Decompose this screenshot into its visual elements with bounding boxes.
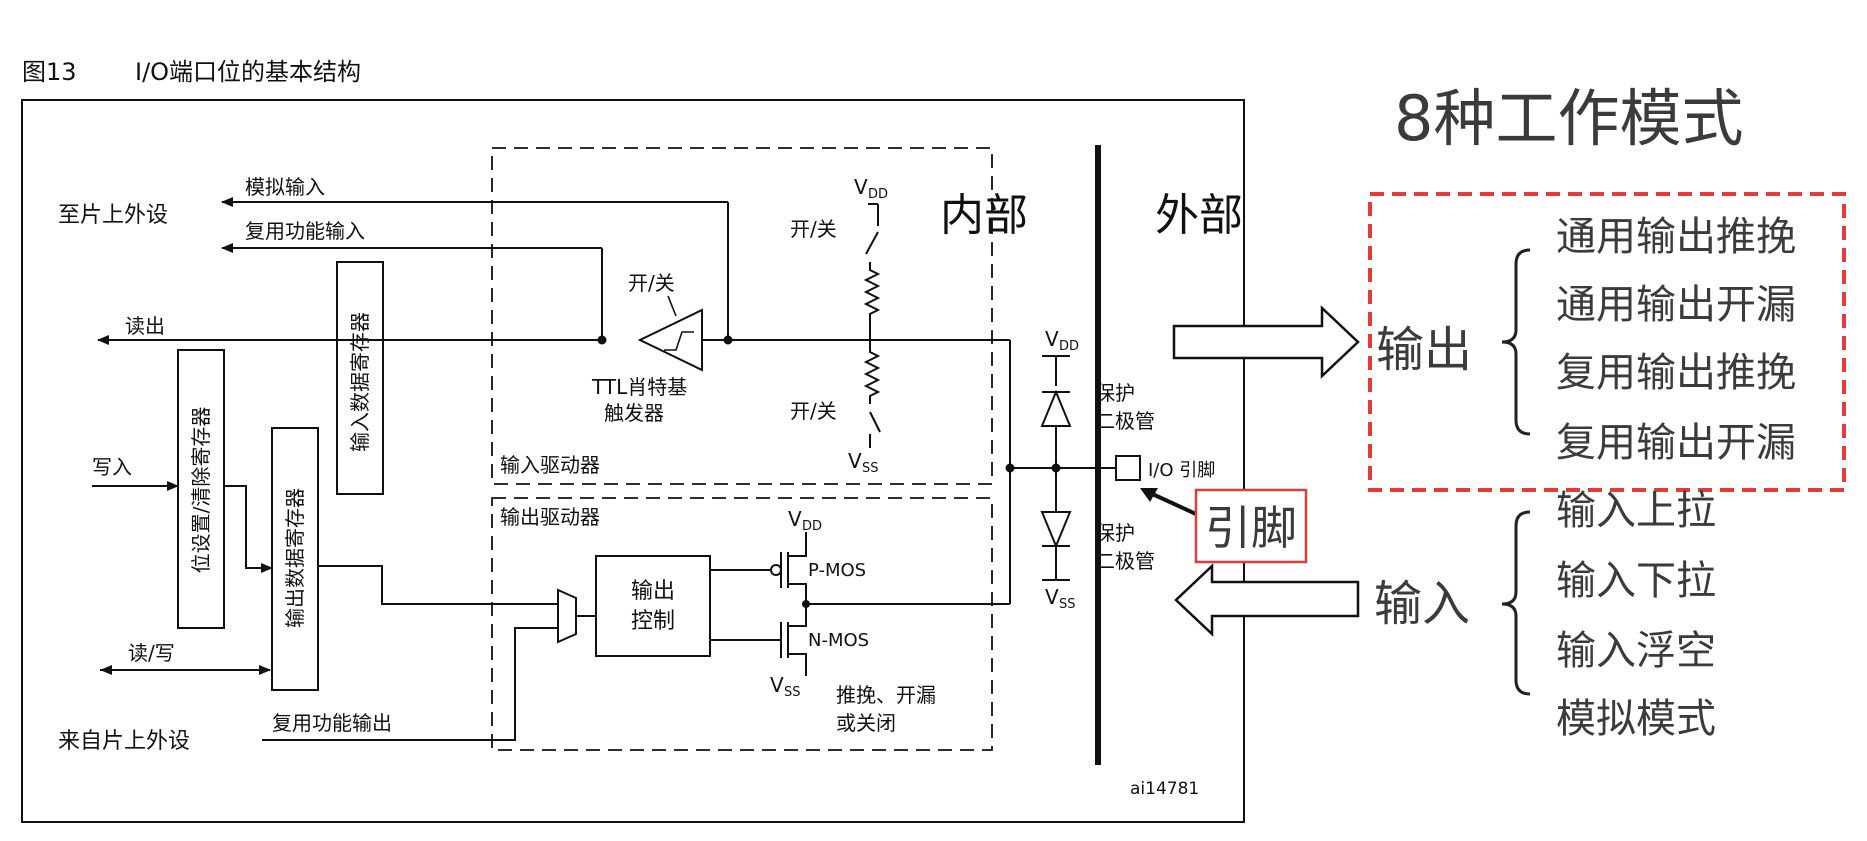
pmos-label: P-MOS [808,560,866,581]
svg-text:DD: DD [802,519,822,534]
output-control-label-2: 控制 [631,609,675,634]
output-mode-label-1: 推挽、开漏 [836,683,936,707]
protect-diode-upper-2: 二极管 [1095,409,1155,433]
output-control-block [595,555,711,657]
svg-text:V: V [770,673,784,697]
svg-text:SS: SS [1059,597,1076,612]
switch-vdd-label: 开/关 [790,217,837,241]
output-hollow-arrow [1172,305,1360,379]
ttl-label-1: TTL肖特基 [591,375,687,399]
alt-func-output-label: 复用功能输出 [272,711,392,735]
input-driver-box [491,147,993,485]
svg-text:V: V [854,175,868,199]
input-hollow-arrow [1174,563,1360,637]
output-multiplexer [557,588,577,644]
input-mode-4: 模拟模式 [1556,696,1716,742]
pin-callout-arrow [1147,490,1197,516]
output-group-label: 输出 [1376,322,1472,378]
input-driver-label: 输入驱动器 [500,453,600,477]
figure-id: ai14781 [1130,779,1199,799]
output-mode-2: 通用输出开漏 [1556,282,1796,328]
figure-number: 图13 [22,58,77,86]
input-mode-1: 输入上拉 [1556,488,1716,534]
svg-text:SS: SS [784,685,801,700]
read-out-label: 读出 [125,314,165,338]
modes-heading: 8种工作模式 [1394,82,1743,155]
svg-text:DD: DD [868,187,888,202]
svg-text:V: V [788,507,802,531]
svg-text:V: V [1045,585,1059,609]
output-mode-label-2: 或关闭 [836,711,896,735]
lower-protection-diode [1040,511,1072,549]
to-peripheral-label: 至片上外设 [58,203,168,228]
output-driver-label: 输出驱动器 [500,505,600,529]
io-pin-pad [1115,455,1141,481]
from-peripheral-label: 来自片上外设 [58,729,190,754]
pull-down-switch [869,411,881,433]
output-data-register [271,427,319,691]
io-pin-label: I/O 引脚 [1148,460,1215,481]
output-mode-1: 通用输出推挽 [1556,214,1796,260]
input-data-register-label: 输入数据寄存器 [348,312,372,452]
output-mode-4: 复用输出开漏 [1556,420,1796,466]
bit-set-clear-register-label: 位设置/清除寄存器 [189,407,213,574]
input-mode-2: 输入下拉 [1556,558,1716,604]
external-label: 外部 [1155,190,1243,241]
svg-text:V: V [1045,327,1059,351]
output-mode-3: 复用输出推挽 [1556,350,1796,396]
pull-up-switch [865,231,879,255]
output-modes-highlight [1368,192,1846,492]
svg-text:DD: DD [1059,339,1079,354]
output-brace [1501,248,1531,436]
upper-protection-diode [1040,389,1072,427]
input-mode-3: 输入浮空 [1556,628,1716,674]
switch-schmitt-label: 开/关 [628,271,675,295]
pin-callout-label: 引脚 [1205,501,1297,555]
analog-input-label: 模拟输入 [245,175,325,199]
ttl-schmitt-trigger [637,308,703,372]
read-write-label: 读/写 [128,641,175,665]
output-control-label-1: 输出 [631,579,675,604]
input-brace [1501,510,1531,696]
protect-diode-lower-1: 保护 [1095,521,1135,545]
internal-label: 内部 [940,190,1028,241]
pull-down-resistor [863,340,881,404]
pin-callout-box [1194,488,1308,564]
svg-text:SS: SS [862,461,879,476]
pull-up-resistor [863,262,881,340]
input-group-label: 输入 [1374,576,1470,632]
protect-diode-lower-2: 二极管 [1095,549,1155,573]
switch-vss-label: 开/关 [790,399,837,423]
output-data-register-label: 输出数据寄存器 [283,488,307,628]
output-driver-box [491,497,993,751]
write-in-label: 写入 [92,455,132,479]
ttl-label-2: 触发器 [604,401,664,425]
alt-func-input-label: 复用功能输入 [245,219,365,243]
protect-diode-upper-1: 保护 [1095,381,1135,405]
svg-text:V: V [848,449,862,473]
figure-title: I/O端口位的基本结构 [135,58,361,86]
nmos-label: N-MOS [808,630,869,651]
figure-frame [21,99,1245,823]
input-data-register [336,261,384,495]
